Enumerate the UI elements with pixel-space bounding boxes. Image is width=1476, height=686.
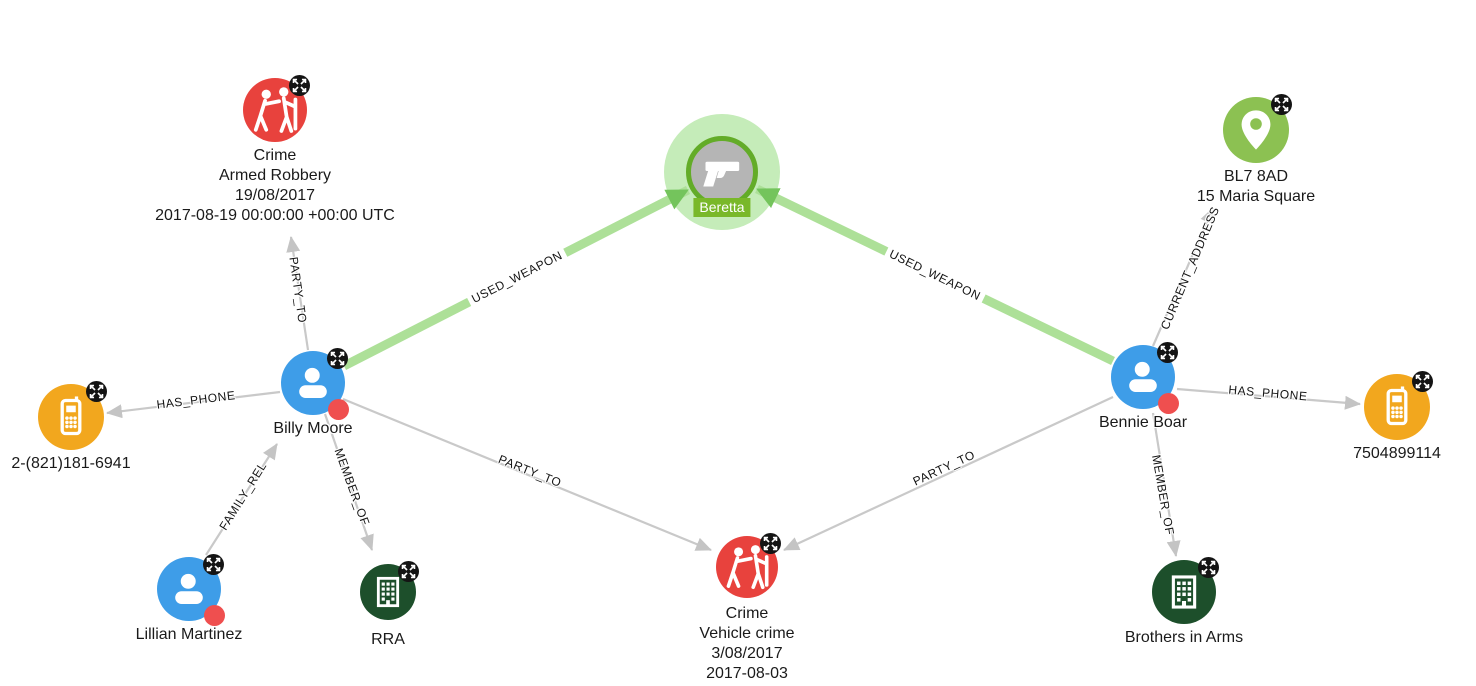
alert-dot [204, 605, 225, 626]
node-weapon-beretta[interactable]: Beretta [686, 136, 758, 217]
phone-icon [60, 396, 82, 436]
person-icon [1129, 361, 1157, 392]
edge-bennie-address[interactable] [1151, 207, 1215, 347]
node-crime-armed-robbery[interactable]: Crime Armed Robbery 19/08/2017 2017-08-1… [155, 75, 395, 224]
crime-icon [253, 87, 298, 133]
node-label: Bennie Boar [1098, 414, 1188, 431]
node-address-bl7-8ad[interactable]: BL7 8AD 15 Maria Square [1197, 94, 1315, 205]
phone-icon [1386, 386, 1408, 426]
edge-billy-rra[interactable] [323, 413, 374, 551]
edge-bennie-brothers[interactable] [1151, 412, 1181, 557]
person-icon [299, 367, 327, 398]
edge-bennie-vehicle-crime[interactable] [783, 396, 1114, 551]
node-organisation-brothers-in-arms[interactable]: Brothers in Arms [1125, 557, 1243, 646]
node-label: 7504899114 [1353, 445, 1441, 462]
node-label: Brothers in Arms [1124, 629, 1244, 646]
node-person-billy-moore[interactable]: Billy Moore [273, 348, 353, 437]
expand-icon[interactable] [203, 554, 224, 575]
expand-icon[interactable] [398, 561, 419, 582]
edge-lillian-billy[interactable] [205, 443, 278, 556]
node-label: RRA [371, 631, 405, 648]
alert-dot [1158, 393, 1179, 414]
person-icon [175, 573, 203, 604]
edge-billy-vehicle-crime[interactable] [342, 397, 712, 552]
expand-icon[interactable] [289, 75, 310, 96]
location-pin-icon [1241, 110, 1271, 150]
weapon-icon [703, 161, 740, 187]
organisation-icon [376, 576, 400, 608]
node-crime-vehicle-crime[interactable]: Crime Vehicle crime 3/08/2017 2017-08-03 [699, 533, 795, 682]
node-person-lillian-martinez[interactable]: Lillian Martinez [136, 554, 242, 643]
expand-icon[interactable] [1198, 557, 1219, 578]
node-phone-billy[interactable]: 2-(821)181-6941 [11, 381, 131, 472]
crime-icon [726, 545, 769, 590]
expand-icon[interactable] [1412, 371, 1433, 392]
node-person-bennie-boar[interactable]: Bennie Boar [1099, 342, 1187, 431]
node-label: Lillian Martinez [135, 626, 243, 643]
node-label: 2-(821)181-6941 [11, 455, 131, 472]
expand-icon[interactable] [1157, 342, 1178, 363]
edge-bennie-phone[interactable] [1176, 387, 1361, 410]
node-phone-bennie[interactable]: 7504899114 [1353, 371, 1441, 462]
expand-icon[interactable] [86, 381, 107, 402]
node-label: Billy Moore [273, 420, 353, 437]
edge-billy-armed-robbery[interactable] [286, 236, 310, 351]
node-organisation-rra[interactable]: RRA [360, 561, 419, 648]
expand-icon[interactable] [1271, 94, 1292, 115]
expand-icon[interactable] [760, 533, 781, 554]
organisation-icon [1171, 575, 1197, 609]
alert-dot [328, 399, 349, 420]
node-label: BL7 8AD 15 Maria Square [1196, 168, 1316, 205]
node-label: Crime Armed Robbery 19/08/2017 2017-08-1… [155, 147, 395, 224]
expand-icon[interactable] [327, 348, 348, 369]
edge-billy-phone[interactable] [106, 390, 281, 419]
node-label-selected: Beretta [693, 198, 751, 217]
weapon-node-circle[interactable] [686, 136, 758, 208]
node-label: Crime Vehicle crime 3/08/2017 2017-08-03 [699, 605, 795, 682]
